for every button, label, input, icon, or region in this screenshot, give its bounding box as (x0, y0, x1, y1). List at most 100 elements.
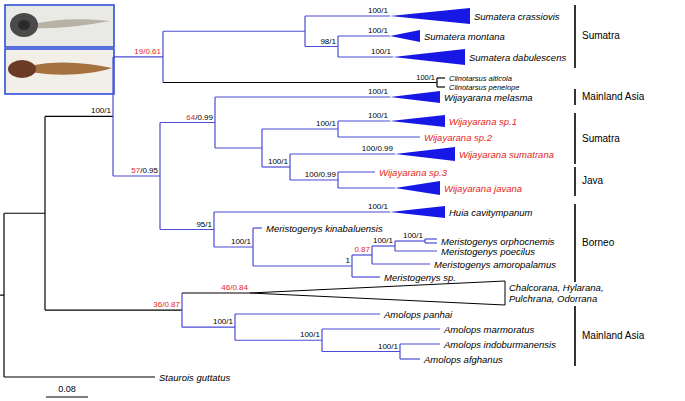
tree-branch (253, 227, 262, 228)
support-value: 100/1 (316, 119, 336, 128)
taxon-name: Clinotarsus penelope (449, 83, 519, 92)
tree-branch (213, 212, 214, 247)
support-value: 100/1 (416, 73, 435, 82)
support-value: 100/0.99 (305, 170, 336, 179)
support-value: 0.87 (354, 245, 370, 254)
region-label: Borneo (582, 237, 614, 249)
tree-branch (45, 309, 182, 310)
support-value: 100/1 (368, 6, 388, 15)
tree-branch (338, 171, 375, 172)
region-bracket (574, 89, 576, 105)
taxon-name: Sumatera dabulescens (469, 52, 566, 63)
tree-branch (159, 123, 160, 230)
tree-branches (0, 5, 575, 397)
taxon-name: Meristogenys sp. (384, 272, 456, 283)
support-value: 95/1 (196, 220, 212, 229)
taxon-name: Amolops marmoratus (444, 324, 534, 335)
tree-branch (181, 293, 182, 327)
collapsed-clade (393, 49, 465, 65)
support-value: 19/0.61 (134, 47, 161, 56)
support-value: 100/1 (378, 342, 398, 351)
support-value: 100/1 (368, 111, 388, 120)
region-bracket (574, 167, 576, 196)
support-value: 100/1 (368, 87, 388, 96)
taxon-name: Amolops panhai (384, 309, 452, 320)
tree-branch (305, 15, 390, 16)
support-value: 100/1 (373, 236, 393, 245)
collapsed-clade (250, 281, 505, 305)
support-value: 100/1 (268, 157, 288, 166)
tree-branch (395, 250, 437, 251)
tree-branch (305, 46, 338, 47)
tree-branch (437, 86, 445, 87)
tree-branch (235, 340, 322, 341)
tree-branch (337, 36, 338, 57)
collapsed-clade (390, 8, 470, 24)
tree-branch (160, 122, 215, 123)
tree-branch (162, 31, 163, 82)
tadpole-photos (5, 5, 114, 94)
tree-branch (160, 229, 214, 230)
tree-branch (113, 56, 163, 57)
taxon-name: Huia cavitympanum (449, 207, 532, 218)
tree-branch (4, 376, 155, 377)
tree-branch (394, 241, 395, 251)
tree-branch (436, 78, 437, 87)
tree-branch (400, 343, 440, 344)
tree-branch (214, 97, 215, 148)
taxon-name: Sumatera montana (424, 31, 505, 42)
collapsed-clade (390, 206, 445, 218)
taxon-name: Chalcorana, Hylarana, Pulchrana, Odorran… (509, 282, 623, 304)
support-value: 1 (346, 256, 350, 265)
taxon-name: Wijayarana melasma (444, 92, 533, 103)
tree-branch (235, 313, 380, 314)
tree-branch (113, 175, 160, 176)
tadpole-tail (34, 19, 110, 28)
region-label: Java (582, 175, 603, 187)
taxon-name: Wijayarana javana (444, 183, 522, 194)
tree-branch (372, 245, 395, 246)
taxon-name: Meristogenys orphocnemis (441, 236, 555, 247)
tree-branch (112, 57, 113, 176)
tree-branch (338, 120, 390, 121)
taxon-name: Clinotarsus alticola (449, 74, 512, 83)
taxon-name: Amolops afghanus (424, 354, 503, 365)
tree-branch (304, 16, 305, 47)
collapsed-clade (395, 147, 455, 161)
tree-branch (321, 329, 322, 352)
support-value: 100/1 (213, 317, 233, 326)
support-value: 100/0.99 (362, 144, 393, 153)
tree-branch (338, 136, 420, 137)
tree-branch (399, 344, 400, 359)
tree-branch (290, 153, 395, 154)
tree-branch (182, 292, 250, 293)
tree-branch (337, 121, 338, 137)
tree-branch (262, 128, 338, 129)
tree-branch (253, 265, 352, 266)
tree-branch (338, 35, 390, 36)
tree-branch (252, 228, 253, 266)
tadpole-mouth (18, 20, 30, 30)
tree-branch (395, 240, 425, 241)
region-label: Mainland Asia (582, 91, 644, 103)
support-value: 57 (131, 166, 140, 175)
tree-branch (425, 238, 437, 239)
taxon-name: Wijayarana sp.3 (379, 167, 447, 178)
region-bracket (574, 5, 576, 68)
tree-branch (234, 314, 235, 340)
tree-branch (290, 179, 338, 180)
tadpole-body (8, 60, 36, 78)
support-value: 100/1 (368, 26, 388, 35)
region-label: Sumatra (582, 133, 620, 145)
tree-branch (437, 77, 445, 78)
tree-branch (0, 295, 4, 296)
support-value: 100/1 (368, 202, 388, 211)
tree-branch (371, 246, 372, 264)
tree-branch (45, 116, 113, 117)
support-value: 46/0.84 (221, 283, 248, 292)
tree-branch (163, 31, 305, 32)
support-value: 100/1 (231, 237, 251, 246)
support-value: /0.95 (140, 166, 158, 175)
tree-branch (215, 147, 262, 148)
tree-branch (337, 172, 338, 188)
